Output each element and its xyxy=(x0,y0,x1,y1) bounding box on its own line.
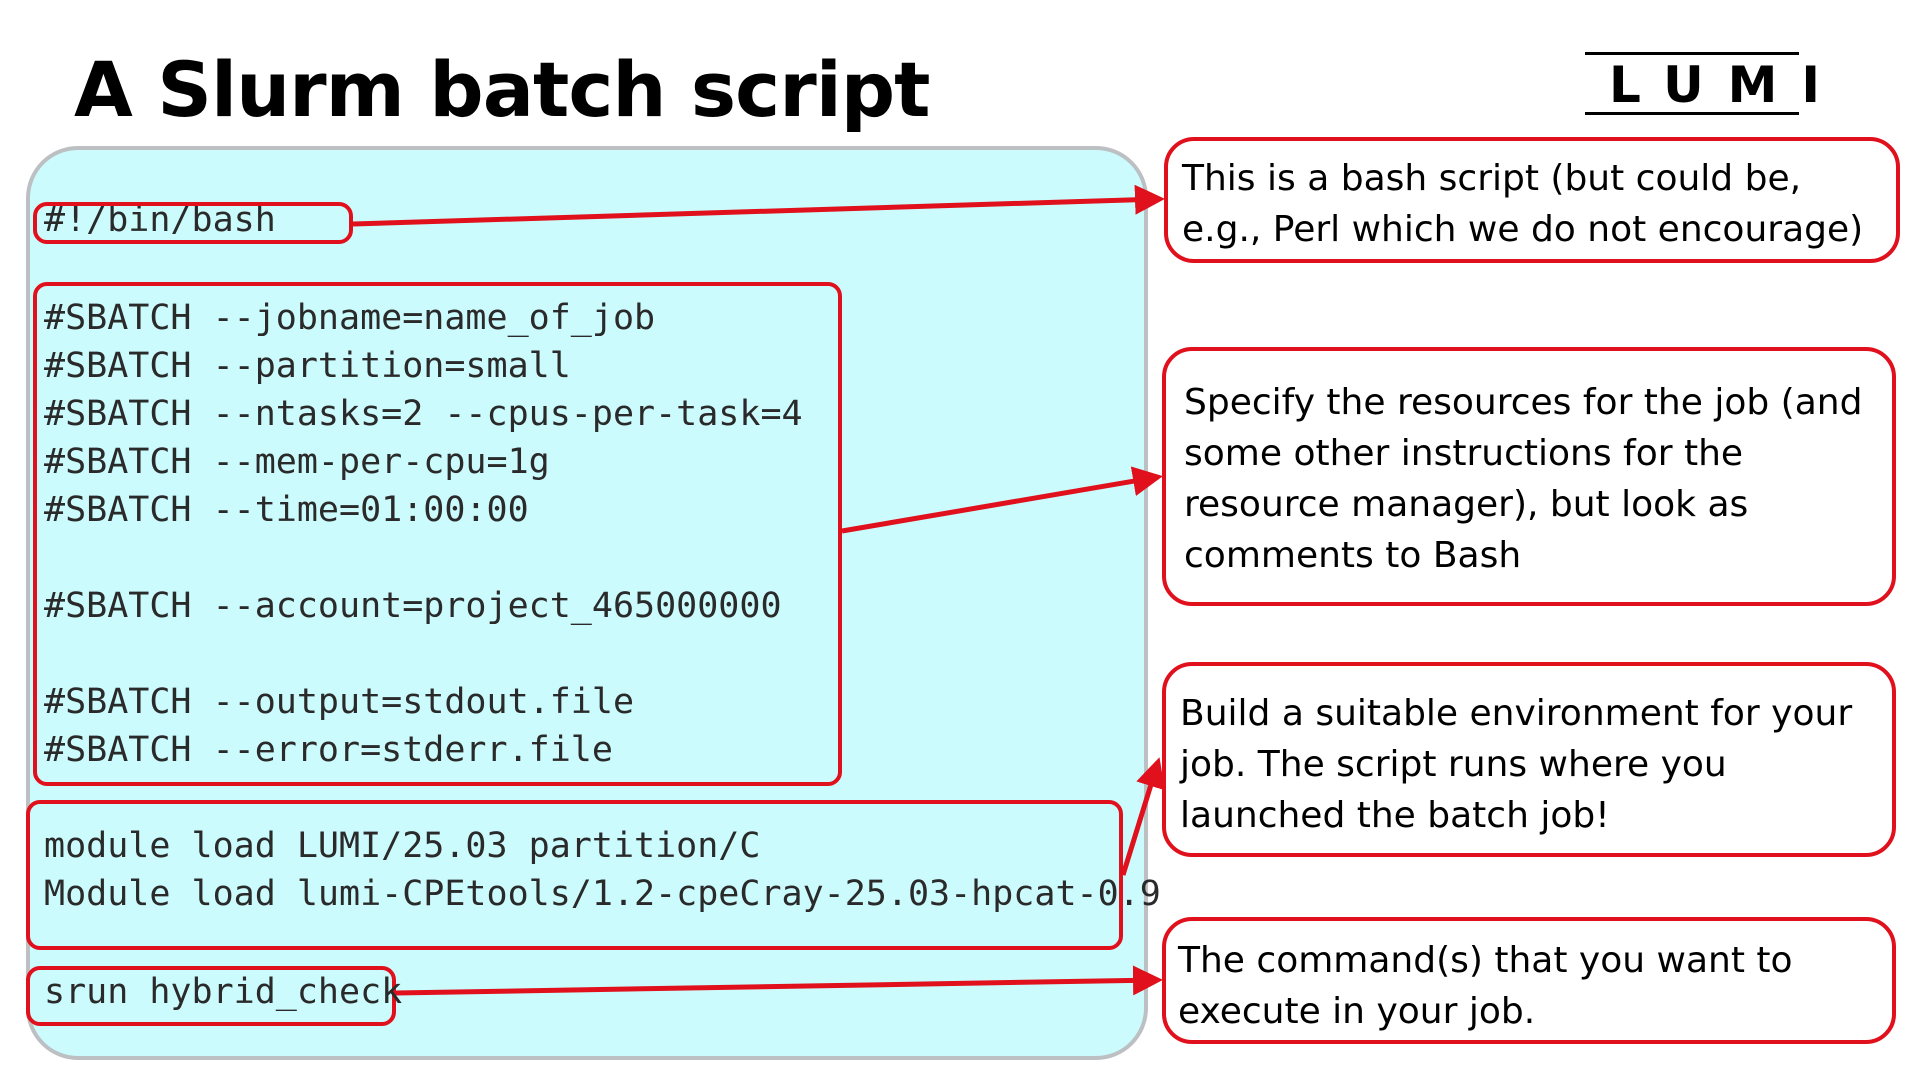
sbatch-line: #SBATCH --partition=small xyxy=(44,346,571,386)
callout-shebang-text: This is a bash script (but could be, e.g… xyxy=(1182,158,1864,250)
logo-bottom-rule xyxy=(1585,112,1799,115)
logo-top-rule xyxy=(1585,52,1799,55)
sbatch-line: #SBATCH --mem-per-cpu=1g xyxy=(44,442,550,482)
slide-title: A Slurm batch script xyxy=(74,45,930,134)
module-line: module load LUMI/25.03 partition/C xyxy=(44,826,761,866)
command-highlight-box xyxy=(26,966,396,1026)
callout-sbatch: Specify the resources for the job (and s… xyxy=(1162,347,1896,606)
callout-environment-text: Build a suitable environment for your jo… xyxy=(1180,693,1853,836)
sbatch-line: #SBATCH --jobname=name_of_job xyxy=(44,298,656,338)
sbatch-line: #SBATCH --output=stdout.file xyxy=(44,682,635,722)
callout-sbatch-text: Specify the resources for the job (and s… xyxy=(1184,382,1863,576)
lumi-logo: LUMI xyxy=(1585,52,1845,116)
shebang-line: #!/bin/bash xyxy=(44,200,276,240)
callout-command: The command(s) that you want to execute … xyxy=(1162,917,1896,1044)
sbatch-line: #SBATCH --error=stderr.file xyxy=(44,730,613,770)
module-line: Module load lumi-CPEtools/1.2-cpeCray-25… xyxy=(44,874,1161,914)
callout-command-text: The command(s) that you want to execute … xyxy=(1178,940,1793,1032)
sbatch-line: #SBATCH --time=01:00:00 xyxy=(44,490,529,530)
script-panel xyxy=(26,146,1148,1060)
command-line: srun hybrid_check xyxy=(44,972,403,1012)
shebang-highlight-box xyxy=(33,202,353,244)
sbatch-line: #SBATCH --account=project_465000000 xyxy=(44,586,782,626)
sbatch-line: #SBATCH --ntasks=2 --cpus-per-task=4 xyxy=(44,394,803,434)
logo-wordmark: LUMI xyxy=(1609,56,1845,114)
sbatch-highlight-box xyxy=(33,282,842,786)
callout-environment: Build a suitable environment for your jo… xyxy=(1162,662,1896,857)
callout-shebang: This is a bash script (but could be, e.g… xyxy=(1164,137,1900,263)
